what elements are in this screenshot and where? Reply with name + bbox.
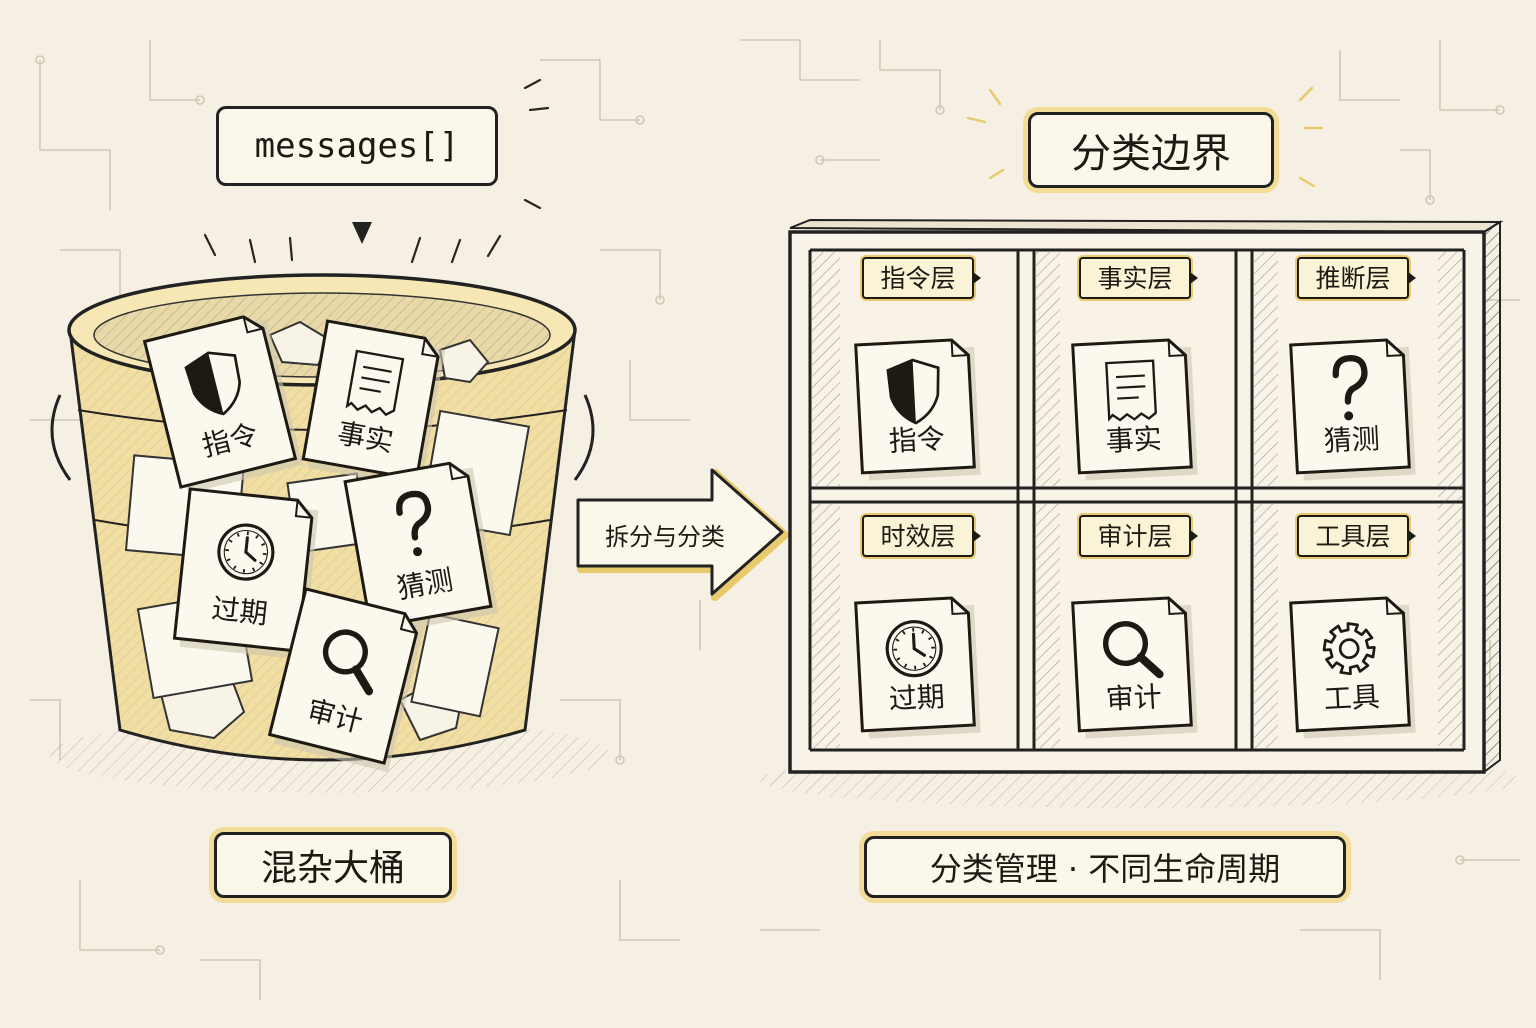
shelf-card-5: 工具 bbox=[1291, 597, 1416, 739]
shelf-tag-0: 指令层 bbox=[863, 258, 981, 298]
shelf-tag-1-label: 事实层 bbox=[1097, 264, 1172, 293]
shelf-tag-2: 推断层 bbox=[1298, 258, 1416, 298]
shelf-tag-1: 事实层 bbox=[1080, 258, 1198, 298]
shelf-card-0-label: 指令 bbox=[888, 422, 946, 458]
shelf-card-3: 过期 bbox=[856, 597, 981, 739]
messages-label: messages[] bbox=[216, 106, 498, 186]
shelf-tag-0-label: 指令层 bbox=[880, 264, 955, 293]
shelf-card-2: 猜测 bbox=[1291, 339, 1416, 481]
shelf-tag-4-label: 审计层 bbox=[1097, 522, 1172, 551]
pointer-triangle-icon bbox=[352, 222, 372, 244]
shelf-tag-3: 时效层 bbox=[863, 516, 981, 556]
shelf-card-4: 审计 bbox=[1073, 597, 1198, 739]
shelf-card-4-label: 审计 bbox=[1105, 680, 1163, 716]
document-icon bbox=[1106, 361, 1156, 421]
shelf-card-3-label: 过期 bbox=[888, 680, 946, 716]
shelf-card-0: 指令 bbox=[856, 339, 981, 481]
category-boundary-label: 分类边界 bbox=[1028, 112, 1274, 188]
bucket-card-3-label: 过期 bbox=[210, 592, 269, 631]
shelf-tag-4: 审计层 bbox=[1080, 516, 1198, 556]
document-icon bbox=[347, 351, 403, 416]
shelf-card-1: 事实 bbox=[1073, 339, 1198, 481]
mixed-bucket: 指令事实猜测过期审计 bbox=[50, 275, 610, 793]
shelf-card-1-label: 事实 bbox=[1105, 422, 1163, 458]
category-management-label: 分类管理 · 不同生命周期 bbox=[864, 836, 1346, 898]
mixed-bucket-label: 混杂大桶 bbox=[214, 832, 452, 898]
shelf-tag-2-label: 推断层 bbox=[1315, 264, 1390, 293]
split-arrow-label: 拆分与分类 bbox=[590, 512, 740, 556]
gear-icon bbox=[1323, 622, 1376, 675]
shelf-card-5-label: 工具 bbox=[1323, 680, 1381, 716]
bucket-card-1: 事实 bbox=[302, 321, 447, 488]
shelf-card-2-label: 猜测 bbox=[1323, 422, 1381, 458]
shelf-tag-5-label: 工具层 bbox=[1315, 522, 1390, 551]
shelf-tag-5: 工具层 bbox=[1298, 516, 1416, 556]
clock-icon bbox=[886, 620, 943, 677]
shelf-tag-3-label: 时效层 bbox=[880, 522, 955, 551]
